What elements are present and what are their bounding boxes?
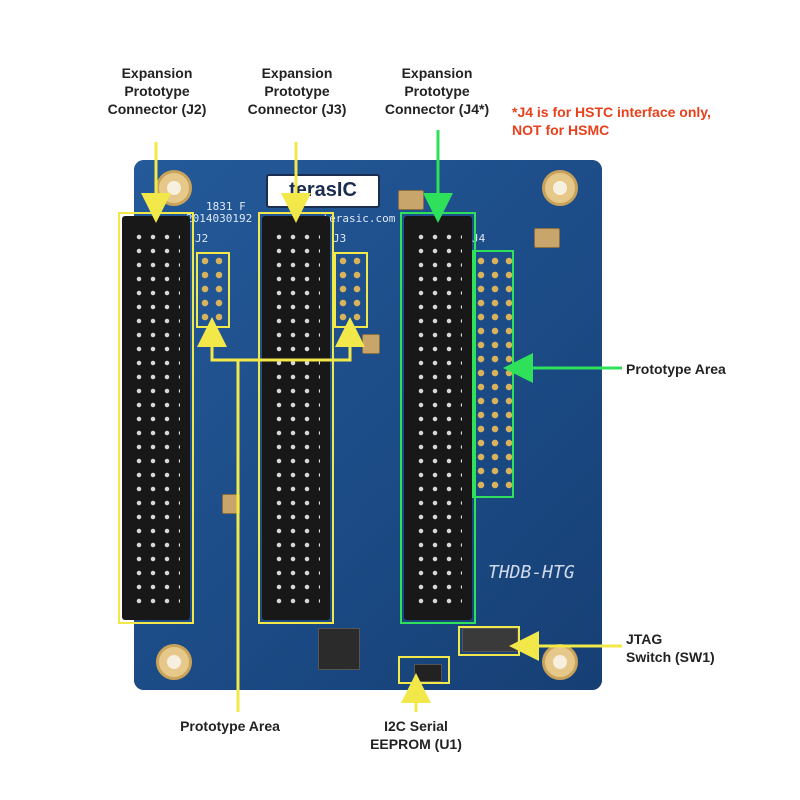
- mounting-hole-top-right: [542, 170, 578, 206]
- pcb-board: [134, 160, 602, 690]
- label-i2c-eeprom: I2C Serial EEPROM (U1): [370, 718, 462, 752]
- label-conn-j3: J3: [333, 232, 347, 245]
- board-code: 2014030192: [186, 212, 253, 225]
- connector-j3: [262, 216, 330, 620]
- board-model: THDB-HTG: [488, 562, 575, 583]
- inductor-l1: [318, 628, 360, 670]
- connector-j4-pins: [414, 230, 462, 606]
- connector-j4: [404, 216, 472, 620]
- connector-j2-pins: [132, 230, 180, 606]
- capacitor-c2: [534, 228, 560, 248]
- prototype-pads-middle: [336, 254, 364, 326]
- label-j4: Expansion Prototype Connector (J4*): [384, 65, 490, 117]
- jtag-switch-sw1: [462, 628, 518, 652]
- label-j3: Expansion Prototype Connector (J3): [247, 65, 347, 117]
- connector-j2: [122, 216, 190, 620]
- connector-j3-pins: [272, 230, 320, 606]
- mounting-hole-bottom-left: [156, 644, 192, 680]
- label-jtag-switch: JTAG Switch (SW1): [626, 631, 715, 665]
- label-prototype-area-bottom: Prototype Area: [180, 718, 280, 734]
- mounting-hole-bottom-right: [542, 644, 578, 680]
- pcb-surface: [134, 160, 602, 690]
- label-j2: Expansion Prototype Connector (J2): [107, 65, 207, 117]
- label-conn-j2: J2: [195, 232, 209, 245]
- callout-line-prototype-bottom: [197, 317, 240, 712]
- prototype-pads-left: [198, 254, 226, 326]
- board-serial: 1831 F: [206, 200, 246, 213]
- label-j4-note: *J4 is for HSTC interface only, NOT for …: [512, 104, 711, 138]
- label-prototype-area-right: Prototype Area: [626, 361, 726, 377]
- callout-line-prototype-bottom-b: [238, 317, 365, 362]
